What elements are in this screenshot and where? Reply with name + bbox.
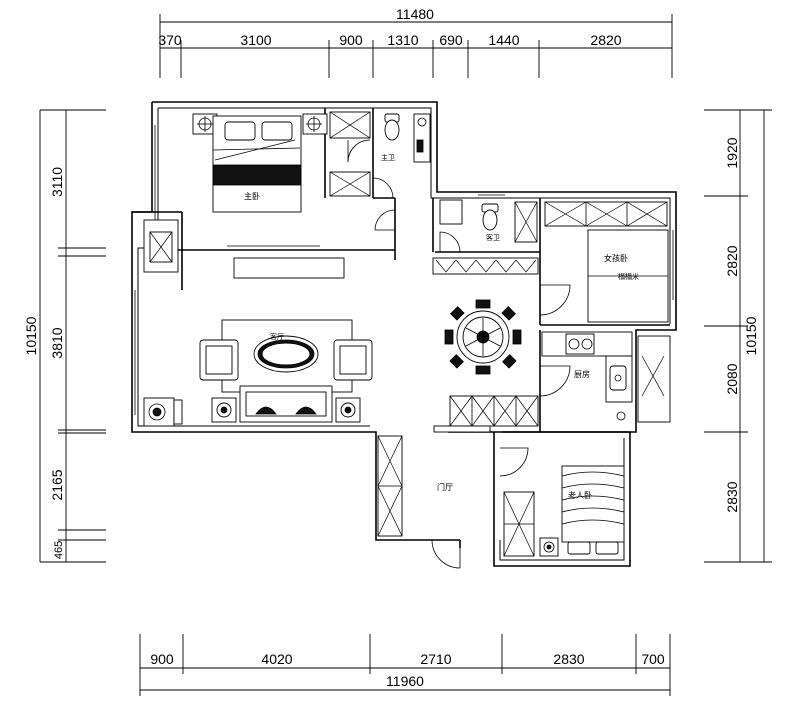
right-dim-3: 2080: [724, 363, 740, 394]
foyer-label: 门厅: [437, 482, 453, 492]
top-dim-4: 1310: [387, 32, 418, 48]
right-dim-1: 1920: [724, 137, 740, 168]
dining-chair: [501, 306, 516, 321]
elder-bedroom-label: 老人卧: [568, 490, 592, 500]
kitchen-sink: [609, 365, 627, 391]
dining-chair: [449, 354, 464, 369]
elder-bedroom: 老人卧: [499, 447, 625, 557]
bed-blanket-band: [212, 164, 302, 186]
side-table-right: [335, 397, 361, 423]
elder-door-swing: [499, 447, 529, 477]
left-total-dim: 10150: [23, 316, 39, 355]
pillow-right: [261, 121, 293, 141]
foyer: 门厅: [377, 425, 491, 569]
pillow-left: [224, 121, 256, 141]
kitchen: 厨房: [539, 331, 671, 423]
elder-pillow: [567, 541, 591, 555]
right-dimension-chain: 10150 1920 2820 2080 2830: [704, 109, 772, 563]
left-dim-1: 3110: [49, 167, 65, 197]
top-dim-7: 2820: [590, 32, 621, 48]
entry-door-swing: [431, 539, 461, 569]
left-dim-4: 465: [53, 541, 65, 559]
bottom-dimension-chain: 900 4020 2710 2830 700 11960: [139, 634, 671, 696]
right-dim-4: 2830: [724, 481, 740, 512]
elder-bed: [561, 465, 625, 543]
kitchen-label: 厨房: [574, 369, 590, 379]
tatami-label: 榻榻米: [618, 272, 639, 281]
dining-chair: [512, 329, 522, 345]
living-room-label: 客厅: [270, 332, 284, 341]
bottom-dim-1: 900: [150, 651, 174, 667]
master-closet: [329, 111, 371, 197]
girl-bedroom-label: 女孩卧: [604, 253, 628, 263]
dining-chair: [475, 365, 491, 375]
master-bath-label: 主卫: [381, 153, 395, 162]
master-bedroom-label: 主卧: [244, 191, 260, 201]
top-dim-5: 690: [439, 32, 463, 48]
wardrobe-tv-unit: [233, 257, 345, 279]
dining-set: [444, 299, 522, 375]
bottom-dim-4: 2830: [553, 651, 584, 667]
top-dim-6: 1440: [488, 32, 519, 48]
living-room: 客厅: [143, 219, 373, 427]
dining-chair: [444, 329, 454, 345]
corridor-cabinet: [432, 257, 539, 275]
dining-chair: [450, 306, 465, 321]
right-total-dim: 10150: [743, 316, 759, 355]
dining-chair: [475, 299, 491, 309]
top-dim-3: 900: [339, 32, 363, 48]
guest-bath: 客卫: [439, 199, 538, 253]
top-total-dim: 11480: [396, 6, 434, 22]
master-bath: 主卫: [372, 113, 431, 231]
bottom-total-dim: 11960: [386, 673, 424, 689]
bottom-dim-3: 2710: [420, 651, 451, 667]
guest-bath-label: 客卫: [486, 233, 500, 242]
bottom-dim-5: 700: [641, 651, 665, 667]
master-bedroom: 主卧: [192, 113, 345, 279]
girl-bedroom: 女孩卧 榻榻米: [539, 201, 669, 323]
dining-chair: [502, 354, 517, 369]
left-dim-3: 2165: [49, 469, 65, 500]
toilet-bowl: [384, 119, 400, 141]
top-dimension-chain: 11480 370 3100 900 1310 690 1440 2820: [158, 6, 673, 78]
right-dim-2: 2820: [724, 245, 740, 276]
top-dim-1: 370: [158, 32, 182, 48]
cooktop: [565, 333, 595, 355]
left-dim-2: 3810: [49, 327, 65, 358]
elder-pillow: [595, 541, 619, 555]
top-dim-2: 3100: [240, 32, 271, 48]
bottom-dim-2: 4020: [261, 651, 292, 667]
vanity-basin: [413, 113, 431, 163]
balcony: [637, 335, 671, 423]
guest-toilet: [482, 209, 498, 231]
sideboard: [449, 395, 539, 427]
left-dimension-chain: 10150 3110 3810 2165 465: [23, 109, 106, 563]
